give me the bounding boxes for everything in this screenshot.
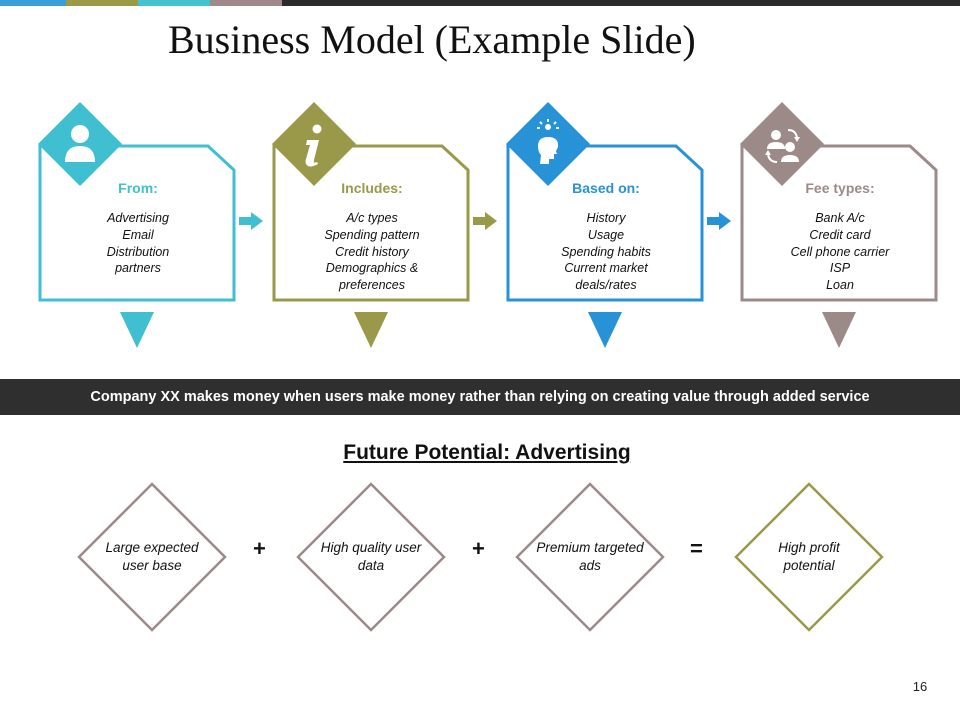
card-item: A/c types xyxy=(346,211,398,225)
page-number: 16 xyxy=(912,679,928,694)
plus-operator: + xyxy=(253,536,266,561)
card-item: Bank A/c xyxy=(815,211,865,225)
card-item: Cell phone carrier xyxy=(790,244,890,259)
top-bar-segment xyxy=(282,0,960,6)
diamond-text: Premium targeted ads xyxy=(536,540,644,573)
card-item: Credit history xyxy=(335,244,409,259)
card-item: ISP xyxy=(829,261,851,276)
slide-title: Business Model (Example Slide) xyxy=(168,17,696,62)
card-item: preferences xyxy=(338,278,405,293)
card-item: Loan xyxy=(826,278,854,293)
diamond-targeted-ads: Premium targeted ads xyxy=(515,482,665,632)
connector-arrow-icon xyxy=(473,212,497,230)
card-item: Current market xyxy=(564,261,648,276)
equals-operator: = xyxy=(690,536,703,561)
connector-arrow-icon xyxy=(707,212,731,230)
card-item: Spending habits xyxy=(561,244,651,259)
future-potential-title: Future Potential: Advertising xyxy=(343,441,631,464)
card-item: Distribution xyxy=(106,244,170,259)
summary-banner: Company XX makes money when users make m… xyxy=(0,379,960,415)
card-items: Advertising Email Distribution partners xyxy=(46,210,230,277)
card-item: Credit card xyxy=(809,227,871,242)
card-heading: From: xyxy=(118,180,158,196)
card-item: Advertising xyxy=(107,211,169,225)
diamond-text: High quality user data xyxy=(320,540,422,573)
diamond-user-data: High quality user data xyxy=(296,482,446,632)
card-heading: Based on: xyxy=(572,180,640,196)
card-frame xyxy=(38,102,236,348)
card-heading: Fee types: xyxy=(805,180,875,196)
card-item: Spending pattern xyxy=(324,227,420,242)
connector-arrow-icon xyxy=(239,212,263,230)
card-item: deals/rates xyxy=(575,278,637,293)
card-frame xyxy=(272,102,470,348)
card-heading: Includes: xyxy=(341,180,403,196)
diamond-text: Large expected user base xyxy=(105,540,199,573)
card-based-on: Based on: History Usage Spending habits … xyxy=(506,100,706,350)
info-icon xyxy=(282,112,346,176)
top-bar-segment xyxy=(0,0,66,6)
card-item: Demographics & xyxy=(325,261,419,276)
card-item: partners xyxy=(115,261,161,276)
top-color-bar xyxy=(0,0,960,6)
top-bar-segment xyxy=(138,0,210,6)
diamond-profit-potential: High profit potential xyxy=(734,482,884,632)
card-items: History Usage Spending habits Current ma… xyxy=(514,210,698,294)
card-fee-types: Fee types: Bank A/c Credit card Cell pho… xyxy=(740,100,940,350)
plus-operator: + xyxy=(472,536,485,561)
card-includes: Includes: A/c types Spending pattern Cre… xyxy=(272,100,472,350)
diamond-text: High profit potential xyxy=(778,540,840,573)
top-bar-segment xyxy=(66,0,138,6)
idea-head-icon xyxy=(516,112,580,176)
exchange-people-icon xyxy=(750,112,814,176)
card-from: From: Advertising Email Distribution par… xyxy=(38,100,238,350)
banner-text: Company XX makes money when users make m… xyxy=(90,389,870,405)
top-bar-segment xyxy=(210,0,282,6)
card-item: History xyxy=(586,211,626,225)
diamond-large-user-base: Large expected user base xyxy=(77,482,227,632)
person-icon xyxy=(48,112,112,176)
card-items: Bank A/c Credit card Cell phone carrier … xyxy=(748,210,932,294)
card-items: A/c types Spending pattern Credit histor… xyxy=(280,210,464,294)
card-item: Usage xyxy=(587,227,625,242)
card-item: Email xyxy=(122,227,154,242)
